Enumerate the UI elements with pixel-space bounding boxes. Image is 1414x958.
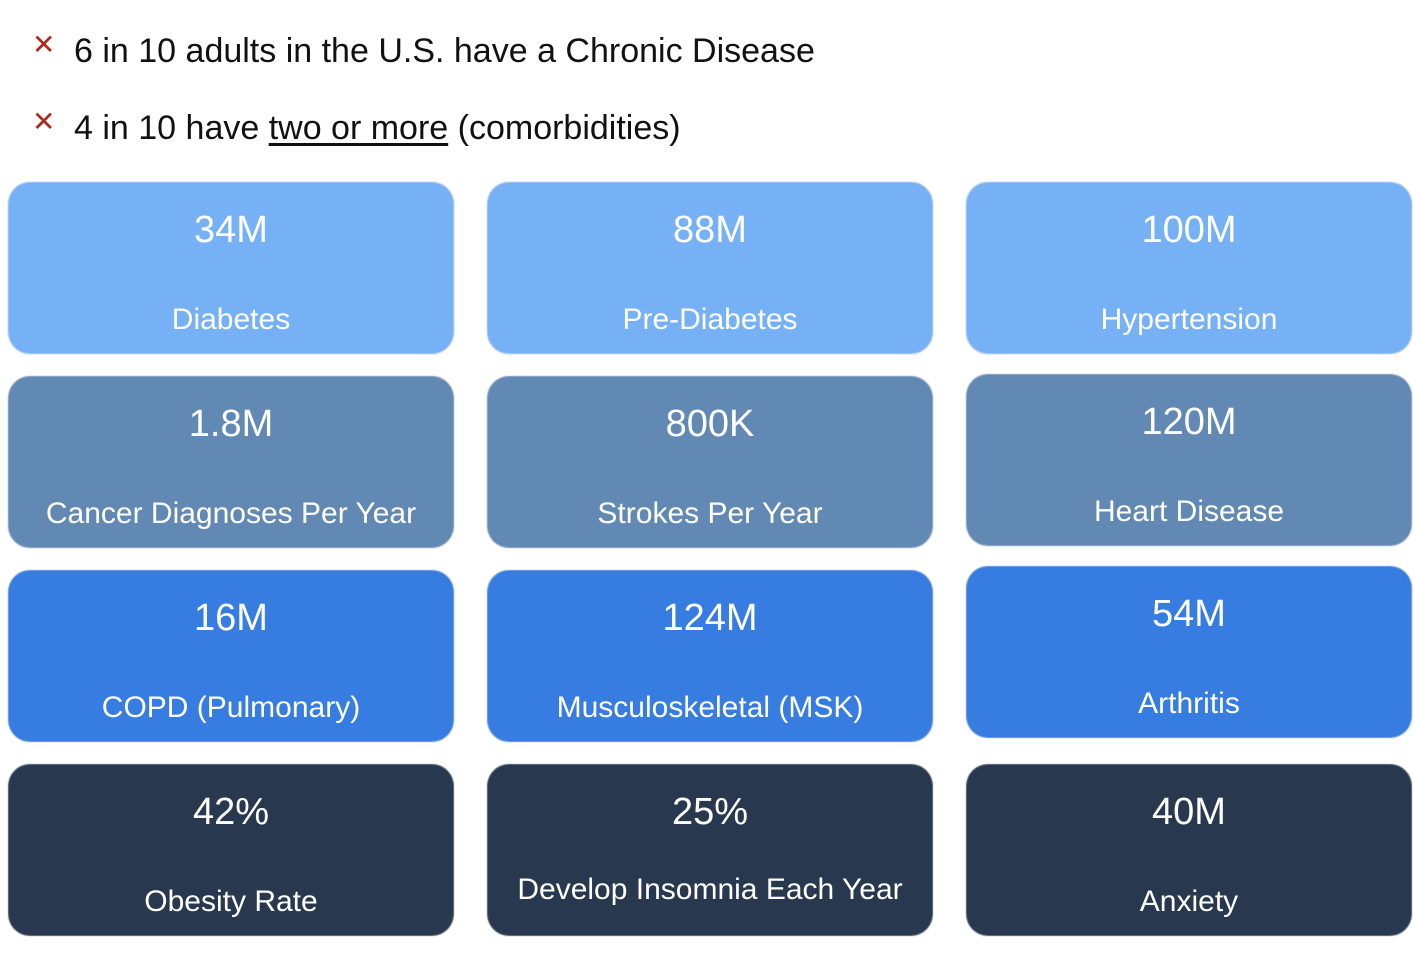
stat-value: 88M	[673, 209, 747, 251]
stat-value: 100M	[1141, 209, 1237, 251]
stat-label: Obesity Rate	[144, 885, 318, 918]
stat-label: Diabetes	[171, 303, 291, 336]
stat-card-copd: 16M COPD (Pulmonary)	[8, 570, 454, 742]
stat-label: Cancer Diagnoses Per Year	[45, 497, 417, 530]
stat-label: Anxiety	[1139, 885, 1239, 918]
stat-row: 42% Obesity Rate 25% Develop Insomnia Ea…	[8, 764, 1412, 937]
stat-label: Arthritis	[1138, 687, 1240, 720]
stat-row: 34M Diabetes 88M Pre-Diabetes 100M Hyper…	[8, 182, 1412, 355]
stat-value: 42%	[192, 791, 270, 833]
stat-card-cancer: 1.8M Cancer Diagnoses Per Year	[8, 376, 454, 548]
stat-label: Hypertension	[1100, 303, 1278, 336]
stat-label: Musculoskeletal (MSK)	[556, 691, 864, 724]
stat-label: Heart Disease	[1093, 495, 1285, 528]
stat-card-strokes: 800K Strokes Per Year	[487, 376, 933, 548]
stat-value: 1.8M	[188, 403, 274, 445]
stat-label: Pre-Diabetes	[622, 303, 798, 336]
stat-card-grid: 34M Diabetes 88M Pre-Diabetes 100M Hyper…	[8, 182, 1412, 958]
stat-row: 1.8M Cancer Diagnoses Per Year 800K Stro…	[8, 374, 1412, 549]
bullet-list: ✕ 6 in 10 adults in the U.S. have a Chro…	[32, 28, 815, 182]
stat-card-pre-diabetes: 88M Pre-Diabetes	[487, 182, 933, 354]
stat-card-diabetes: 34M Diabetes	[8, 182, 454, 354]
stat-value: 54M	[1152, 593, 1226, 635]
bullet-text: 6 in 10 adults in the U.S. have a Chroni…	[74, 32, 815, 70]
stat-card-hypertension: 100M Hypertension	[966, 182, 1412, 354]
bullet-item-comorbidities: ✕ 4 in 10 have two or more (comorbiditie…	[32, 105, 815, 151]
stat-value: 25%	[671, 791, 749, 833]
x-mark-icon: ✕	[32, 106, 56, 137]
stat-value: 120M	[1141, 401, 1237, 443]
stat-row: 16M COPD (Pulmonary) 124M Musculoskeleta…	[8, 566, 1412, 743]
stat-label: COPD (Pulmonary)	[101, 691, 361, 724]
stat-value: 34M	[194, 209, 268, 251]
stat-value: 40M	[1152, 791, 1226, 833]
stat-card-insomnia: 25% Develop Insomnia Each Year	[487, 764, 933, 936]
stat-card-heart-disease: 120M Heart Disease	[966, 374, 1412, 546]
bullet-text-start: 4 in 10 have	[74, 109, 269, 147]
bullet-text-end: (comorbidities)	[448, 109, 681, 147]
stat-card-msk: 124M Musculoskeletal (MSK)	[487, 570, 933, 742]
bullet-text: 4 in 10 have two or more (comorbidities)	[74, 105, 681, 151]
stat-value: 800K	[665, 403, 755, 445]
stat-card-obesity: 42% Obesity Rate	[8, 764, 454, 936]
stat-card-anxiety: 40M Anxiety	[966, 764, 1412, 936]
bullet-item-chronic-disease: ✕ 6 in 10 adults in the U.S. have a Chro…	[32, 28, 815, 74]
stat-label: Develop Insomnia Each Year	[517, 873, 903, 906]
bullet-text-underlined: two or more	[268, 109, 449, 147]
stat-card-arthritis: 54M Arthritis	[966, 566, 1412, 738]
stat-label: Strokes Per Year	[597, 497, 823, 530]
stat-value: 124M	[662, 597, 758, 639]
x-mark-icon: ✕	[32, 29, 56, 60]
stat-value: 16M	[194, 597, 268, 639]
